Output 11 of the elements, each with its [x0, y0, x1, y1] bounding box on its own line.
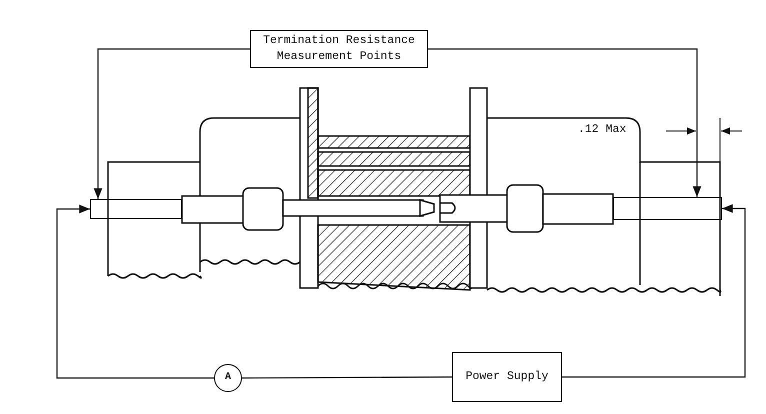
callout-box: Termination Resistance Measurement Points	[250, 30, 428, 68]
arrow	[56, 204, 214, 379]
arrow	[94, 48, 250, 199]
contact-pin-end	[90, 199, 182, 219]
dimension-label: .12 Max	[578, 123, 626, 136]
power-supply-box: Power Supply	[452, 352, 562, 402]
arrow	[428, 48, 702, 197]
contact-pin-end	[613, 197, 722, 220]
arrow	[562, 204, 746, 378]
ammeter-symbol: A	[214, 364, 242, 392]
connector-line	[242, 376, 452, 379]
